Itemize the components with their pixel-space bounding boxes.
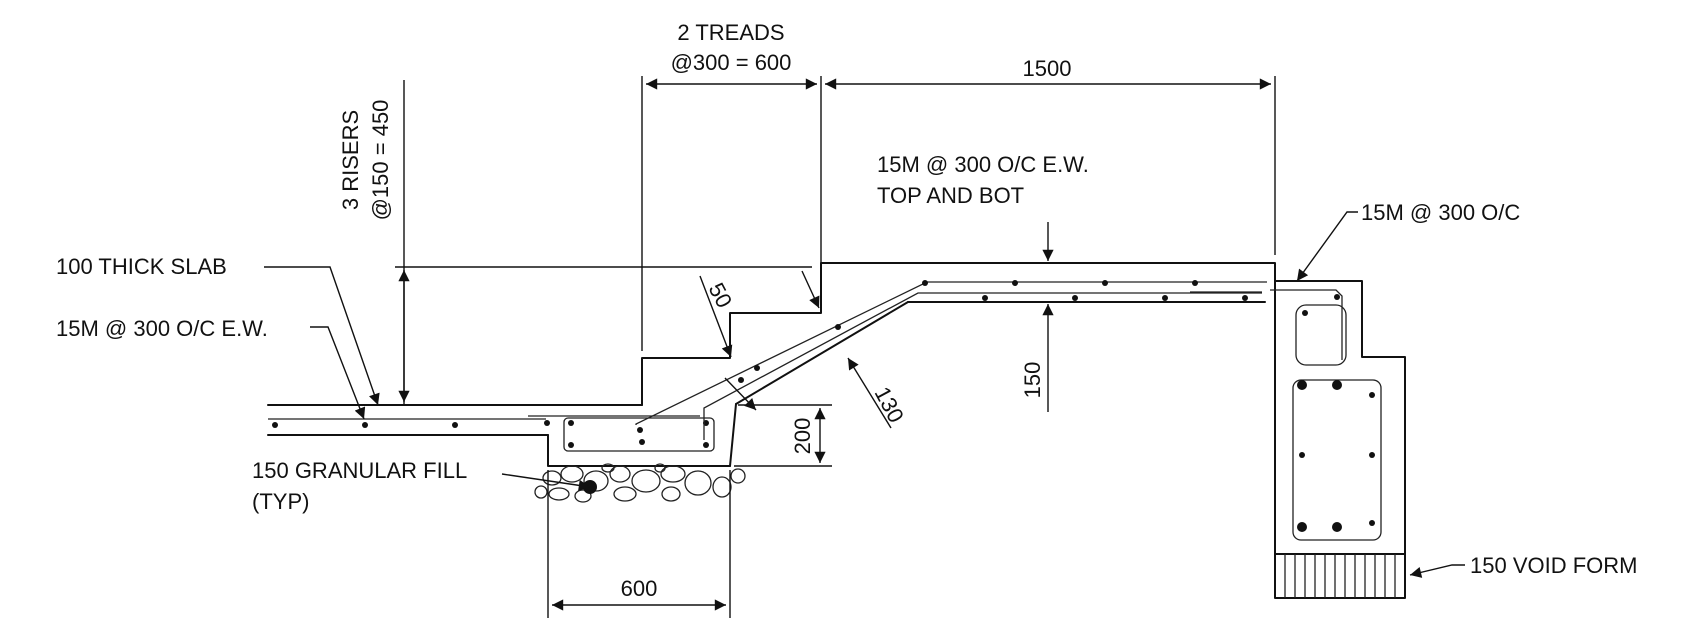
landing-rebar-note-line2: TOP AND BOT bbox=[877, 183, 1024, 208]
riser-dimension bbox=[395, 80, 812, 404]
footing-width-label: 600 bbox=[621, 576, 658, 601]
slab-rebar bbox=[268, 415, 700, 428]
landing-length-label: 1500 bbox=[1023, 56, 1072, 81]
stair-soffit bbox=[735, 301, 909, 405]
footing-depth-dimension bbox=[734, 404, 832, 467]
risers-label-line2: @150 = 450 bbox=[368, 100, 393, 221]
stair-thickness-label: 130 bbox=[870, 383, 909, 427]
void-form bbox=[1274, 553, 1406, 599]
risers-label-line1: 3 RISERS bbox=[338, 110, 363, 210]
fill-note-line1: 150 GRANULAR FILL bbox=[252, 458, 467, 483]
grade-beam-rebar bbox=[1270, 289, 1382, 541]
chamfer-label: 50 bbox=[704, 279, 738, 312]
granular-fill bbox=[534, 463, 746, 503]
footing-rebar bbox=[563, 417, 715, 452]
landing-rebar-note-line1: 15M @ 300 O/C E.W. bbox=[877, 152, 1089, 177]
slab-rebar-note: 15M @ 300 O/C E.W. bbox=[56, 316, 268, 341]
tread-dimension bbox=[641, 76, 1276, 351]
footing-outline bbox=[729, 403, 737, 467]
slab-note: 100 THICK SLAB bbox=[56, 254, 227, 279]
stair-thickness-dimension bbox=[724, 357, 892, 429]
fill-note-line2: (TYP) bbox=[252, 489, 309, 514]
stair-rebar bbox=[635, 280, 1267, 445]
void-form-note: 150 VOID FORM bbox=[1470, 553, 1637, 578]
landing-thickness-label: 150 bbox=[1020, 362, 1045, 399]
treads-label-line1: 2 TREADS bbox=[677, 20, 784, 45]
wall-rebar-note: 15M @ 300 O/C bbox=[1361, 200, 1520, 225]
footing-depth-label: 200 bbox=[790, 418, 815, 455]
slab-outline bbox=[267, 404, 643, 436]
stair-profile bbox=[641, 262, 1276, 406]
grade-beam-outline bbox=[1274, 280, 1406, 555]
chamfer-dimension bbox=[699, 270, 820, 358]
footing-width-dimension bbox=[547, 470, 731, 618]
leaders bbox=[264, 211, 1465, 578]
treads-label-line2: @300 = 600 bbox=[671, 50, 792, 75]
